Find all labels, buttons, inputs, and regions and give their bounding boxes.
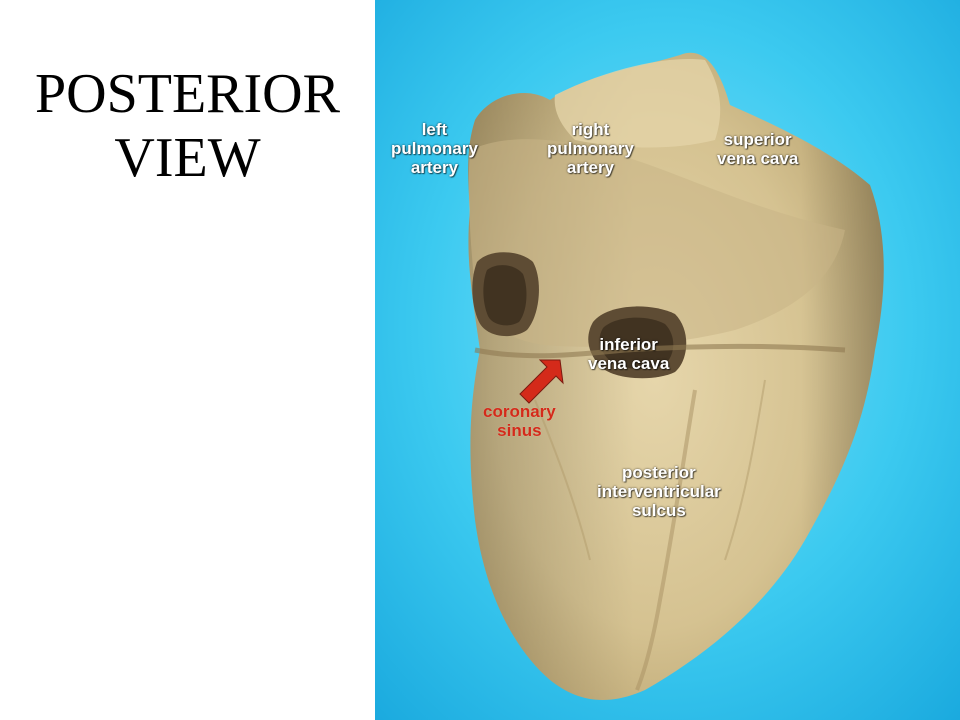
surface-vessel-1 [534,399,591,561]
label-inferior-vena-cava: inferior vena cava [588,335,670,373]
heart-photo-drawing [375,0,960,720]
title-line-1: POSTERIOR [35,63,340,125]
surface-vessel-2 [724,379,766,561]
label-right-pulmonary-artery: right pulmonary artery [547,120,634,177]
slide-title: POSTERIOR VIEW [0,62,375,190]
interventricular-sulcus-line [635,389,697,691]
label-superior-vena-cava: superior vena cava [717,130,799,168]
label-coronary-sinus: coronary sinus [483,402,556,440]
title-line-2: VIEW [114,127,261,189]
coronary-sinus-arrow [519,359,564,404]
label-left-pulmonary-artery: left pulmonary artery [391,120,478,177]
inferior-vena-cava-lumen [599,317,674,369]
label-posterior-interventricular-sulcus: posterior interventricular sulcus [597,463,721,520]
atria-region [468,139,845,347]
vessel-walls [554,59,721,148]
pulmonary-vessel-lumen [483,265,527,326]
heart-photo: left pulmonary artery right pulmonary ar… [375,0,960,720]
coronary-sinus-groove [474,343,846,359]
